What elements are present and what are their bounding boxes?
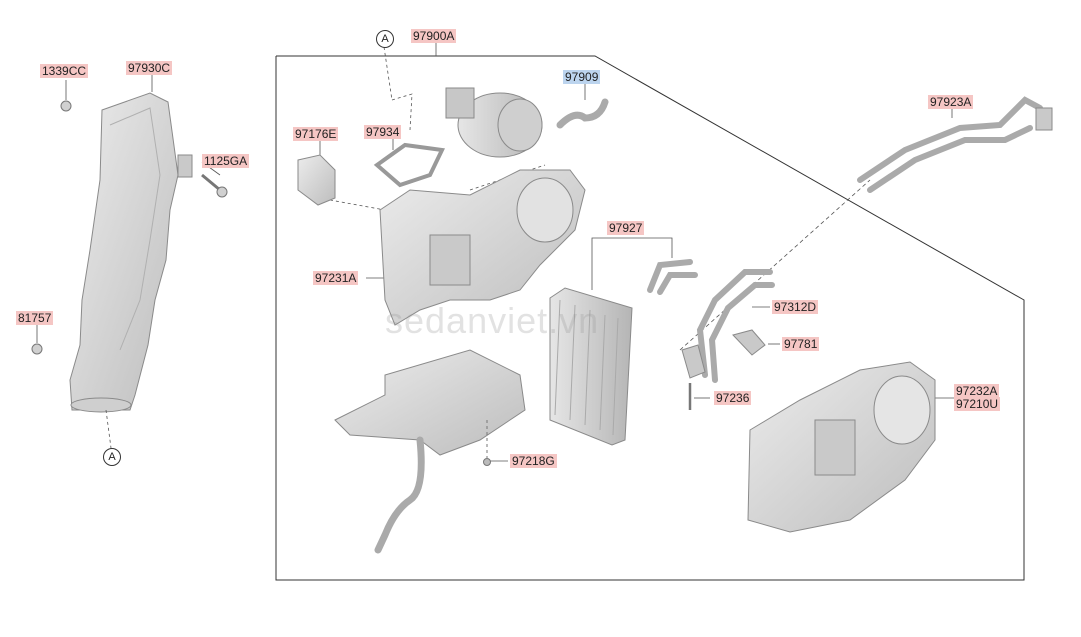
label-97934[interactable]: 97934 [364,125,402,139]
label-97176e[interactable]: 97176E [293,127,339,141]
label-97232a[interactable]: 97232A [954,384,1000,398]
valve [681,344,706,379]
blower-motor [445,87,543,158]
label-97930c[interactable]: 97930C [126,61,173,75]
duct-97930c [69,92,193,413]
label-97909[interactable]: 97909 [563,70,601,84]
label-1125ga[interactable]: 1125GA [202,154,250,168]
label-97312d[interactable]: 97312D [772,300,819,314]
pipe-97312d [696,269,775,383]
ref-circle-a-bottom: A [103,448,121,466]
label-97218g[interactable]: 97218G [510,454,557,468]
lower-case [334,349,526,554]
label-1339cc[interactable]: 1339CC [40,64,89,78]
pipe-flange [1035,107,1053,131]
nut-1339cc [60,100,72,112]
hose-97909 [556,98,609,129]
label-97900a[interactable]: 97900A [411,29,457,43]
heater-core-97927 [549,287,633,446]
label-97210u[interactable]: 97210U [954,397,1001,411]
screw-97218g [483,420,491,466]
label-97236[interactable]: 97236 [714,391,752,405]
label-97781[interactable]: 97781 [782,337,820,351]
clip-81757 [31,343,43,355]
seal-97934 [373,142,445,188]
label-97927[interactable]: 97927 [607,221,645,235]
leaders-left [36,42,956,462]
label-97231a[interactable]: 97231A [313,271,359,285]
bolt-1125ga [201,173,228,198]
watermark: sedanviet.vn [385,300,600,341]
ref-circle-a-top: A [376,30,394,48]
label-81757[interactable]: 81757 [16,311,54,325]
actuator-97176e [297,154,336,206]
case-97232a [747,361,936,533]
pipe-small [647,259,698,295]
label-97923a[interactable]: 97923A [928,95,974,109]
pipe-97923a [857,96,1043,193]
assembly-frame [275,55,1025,581]
upper-case-97231a [379,169,586,326]
clip-97781 [732,329,766,356]
